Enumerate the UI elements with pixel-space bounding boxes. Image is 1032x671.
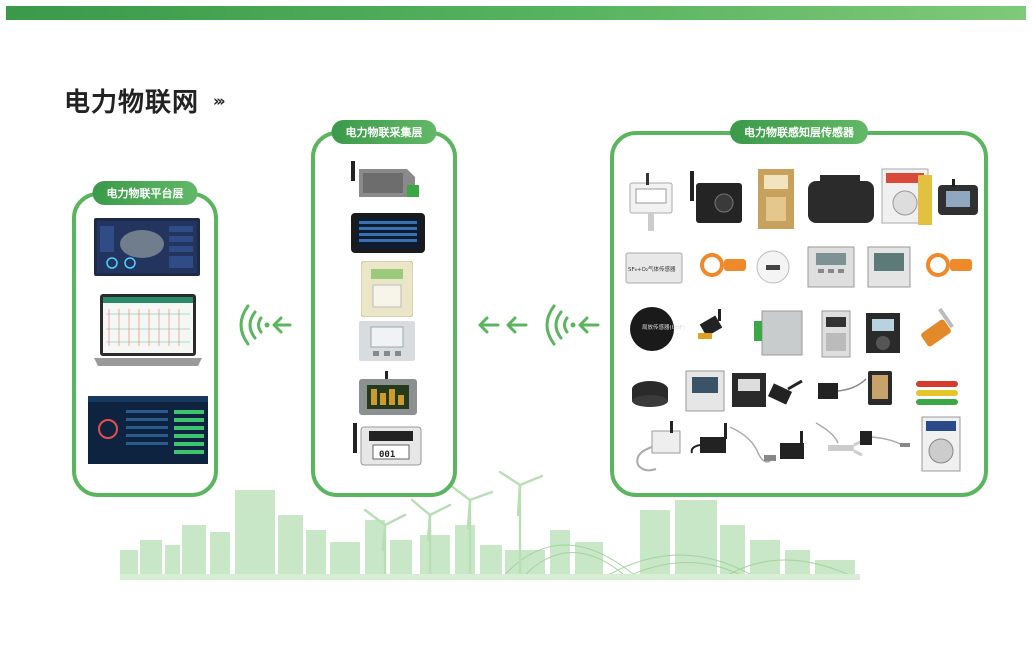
- page-title: 电力物联网 ›››: [64, 82, 225, 119]
- gray-enclosure-sensor: [754, 310, 803, 356]
- sf6-gas-sensor-label: SF₆+O₂气体传感器: [628, 265, 676, 273]
- sensing-layer-panel: 电力物联感知层传感器 SF₆+O₂气体传感器 局放传感器(UHF): [610, 120, 988, 497]
- collection-layer-panel: 电力物联采集层 001: [311, 120, 457, 497]
- pt100-probe-sensor: [921, 307, 954, 347]
- panel-meter-device: [359, 321, 415, 361]
- black-meter-terminal: [732, 373, 766, 407]
- platform-layer-panel: 电力物联平台层: [72, 181, 218, 497]
- black-clip-sensor-1: [690, 423, 727, 454]
- gray-panel-controller: [807, 246, 855, 288]
- wireless-sensor-with-clip-1: [767, 379, 803, 405]
- sensor-device-grid: SF₆+O₂气体传感器 局放传感器(UHF): [625, 168, 978, 472]
- black-display-unit: [866, 313, 900, 353]
- wall-mount-collector: [361, 261, 413, 317]
- collection-layer-label: 电力物联采集层: [331, 120, 437, 144]
- sensing-layer-label: 电力物联感知层传感器: [730, 120, 868, 144]
- screen-monitor-device: [685, 370, 725, 412]
- din-display-sensor: [938, 179, 978, 215]
- city-skyline-illustration: [120, 470, 860, 580]
- fan-dehumidifier-unit: [921, 416, 961, 472]
- dtu-id-text: 001: [379, 450, 396, 460]
- temp-humidity-sensor: [629, 173, 673, 231]
- uhf-sensor-label: 局放传感器(UHF): [642, 323, 685, 331]
- monitoring-dashboard-screen: [88, 396, 208, 464]
- touch-screen-terminal: [351, 213, 425, 253]
- round-ceiling-sensor: [756, 250, 790, 284]
- dehumidifier-unit: [881, 168, 932, 225]
- dtu-wireless-module: [353, 423, 422, 466]
- orange-clamp-sensor-2: [926, 253, 972, 277]
- wired-temperature-sensor: [636, 421, 681, 472]
- fork-clamp-sensor: [815, 422, 863, 457]
- dashboard-monitor-device: [94, 218, 200, 276]
- laptop-device: [94, 294, 202, 366]
- sf6-gas-sensor: [625, 252, 683, 284]
- switch-cabinet-device: [821, 310, 851, 358]
- probe-connector-sensor: [860, 431, 910, 447]
- din-rail-gateway-device: [351, 161, 419, 197]
- wireless-signal-icon: [239, 304, 292, 346]
- antenna-black-sensor: [690, 171, 742, 223]
- cable-probe-sensor: [729, 426, 776, 463]
- platform-layer-label: 电力物联平台层: [92, 181, 198, 205]
- black-rectangular-sensor: [808, 175, 874, 223]
- page-title-text: 电力物联网: [64, 88, 200, 118]
- display-controller: [867, 246, 911, 288]
- wireless-signal-with-arrows-icon: [478, 304, 600, 346]
- wireless-sensor-with-clip-2: [818, 378, 867, 399]
- round-black-sensor: [632, 381, 668, 407]
- uhf-partial-discharge-sensor: [630, 307, 674, 351]
- multicolor-clamp-set: [916, 381, 958, 405]
- tablet-inspection-device: [868, 371, 892, 405]
- lcd-data-logger: [359, 371, 417, 415]
- control-box-device: [758, 169, 794, 229]
- wireless-temperature-tag: [698, 309, 723, 339]
- arrow-left-icon: [272, 316, 292, 334]
- black-clip-sensor-2: [780, 431, 804, 459]
- orange-clamp-sensor-1: [700, 253, 746, 277]
- triple-chevron-icon: ›››: [213, 91, 225, 110]
- top-accent-bar: [6, 6, 1026, 20]
